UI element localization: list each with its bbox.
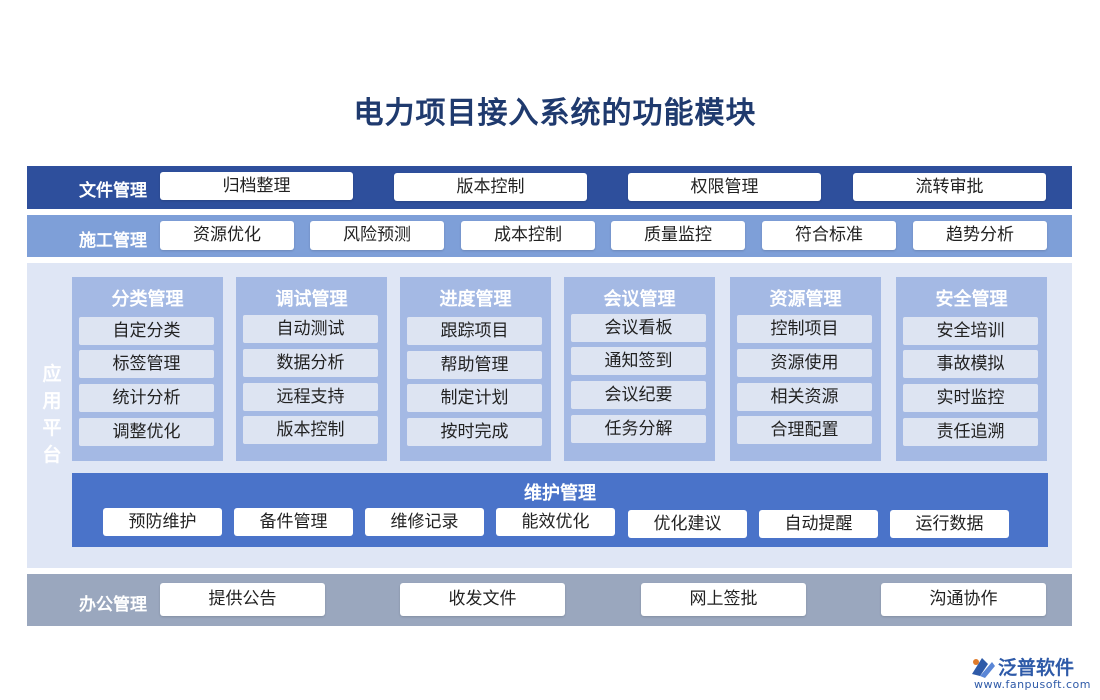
module-item: 合理配置 [737,416,872,444]
construction-item: 资源优化 [160,221,294,250]
office-item: 收发文件 [400,583,565,616]
construction-item: 质量监控 [611,221,745,250]
construction-item: 成本控制 [461,221,595,250]
module-item: 相关资源 [737,383,872,411]
module-title: 资源管理 [769,289,842,310]
application-platform-label: 应用平台 [42,363,62,466]
module-item: 实时监控 [903,384,1038,412]
application-platform-band: 应用平台 分类管理 自定分类 标签管理 统计分析 调整优化 调试管理 自动测试 … [27,263,1072,568]
module-item: 数据分析 [243,349,378,377]
module-progress: 进度管理 跟踪项目 帮助管理 制定计划 按时完成 [400,277,551,461]
module-meeting: 会议管理 会议看板 通知签到 会议纪要 任务分解 [564,277,715,461]
maintenance-item: 自动提醒 [759,510,878,538]
construction-item: 符合标准 [762,221,896,250]
module-item: 帮助管理 [407,351,542,379]
construction-management-label: 施工管理 [79,231,147,251]
file-management-label: 文件管理 [79,181,147,201]
module-item: 通知签到 [571,347,706,375]
module-title: 调试管理 [275,289,348,310]
construction-item: 风险预测 [310,221,444,250]
module-item: 跟踪项目 [407,317,542,345]
module-item: 自动测试 [243,315,378,343]
module-safety: 安全管理 安全培训 事故模拟 实时监控 责任追溯 [896,277,1047,461]
module-item: 资源使用 [737,349,872,377]
logo-url: www.fanpusoft.com [974,678,1091,691]
module-debugging: 调试管理 自动测试 数据分析 远程支持 版本控制 [236,277,387,461]
logo-name: 泛普软件 [998,657,1075,679]
module-item: 版本控制 [243,416,378,444]
file-item: 流转审批 [853,173,1046,201]
maintenance-item: 能效优化 [496,508,615,536]
module-item: 会议纪要 [571,381,706,409]
module-item: 制定计划 [407,384,542,412]
module-item: 事故模拟 [903,350,1038,378]
module-item: 标签管理 [79,350,214,378]
maintenance-item: 预防维护 [103,508,222,536]
office-item: 沟通协作 [881,583,1046,616]
maintenance-title: 维护管理 [524,483,596,504]
module-item: 任务分解 [571,415,706,443]
office-management-band: 办公管理 提供公告 收发文件 网上签批 沟通协作 [27,574,1072,626]
module-title: 进度管理 [439,289,512,310]
module-item: 控制项目 [737,315,872,343]
module-classification: 分类管理 自定分类 标签管理 统计分析 调整优化 [72,277,223,461]
module-item: 自定分类 [79,317,214,345]
maintenance-item: 运行数据 [890,510,1009,538]
construction-item: 趋势分析 [913,221,1047,250]
maintenance-item: 备件管理 [234,508,353,536]
module-item: 安全培训 [903,317,1038,345]
maintenance-item: 优化建议 [628,510,747,538]
file-management-band: 文件管理 归档整理 版本控制 权限管理 流转审批 [27,166,1072,209]
office-management-label: 办公管理 [79,595,147,615]
module-title: 安全管理 [935,289,1008,310]
module-item: 远程支持 [243,383,378,411]
module-item: 统计分析 [79,384,214,412]
module-item: 按时完成 [407,418,542,446]
module-title: 会议管理 [603,289,676,310]
file-item: 权限管理 [628,173,821,201]
office-item: 提供公告 [160,583,325,616]
maintenance-item: 维修记录 [365,508,484,536]
module-title: 分类管理 [111,289,184,310]
office-item: 网上签批 [641,583,806,616]
brand-logo: 泛普软件 www.fanpusoft.com [968,650,1093,692]
construction-management-band: 施工管理 资源优化 风险预测 成本控制 质量监控 符合标准 趋势分析 [27,215,1072,257]
fanpu-logo-icon [972,658,995,678]
file-item: 版本控制 [394,173,587,201]
diagram-title: 电力项目接入系统的功能模块 [353,96,757,131]
module-item: 责任追溯 [903,418,1038,446]
maintenance-management-panel: 维护管理 预防维护 备件管理 维修记录 能效优化 优化建议 自动提醒 运行数据 [72,473,1048,547]
module-item: 会议看板 [571,314,706,342]
module-item: 调整优化 [79,418,214,446]
module-resources: 资源管理 控制项目 资源使用 相关资源 合理配置 [730,277,881,461]
file-item: 归档整理 [160,172,353,200]
